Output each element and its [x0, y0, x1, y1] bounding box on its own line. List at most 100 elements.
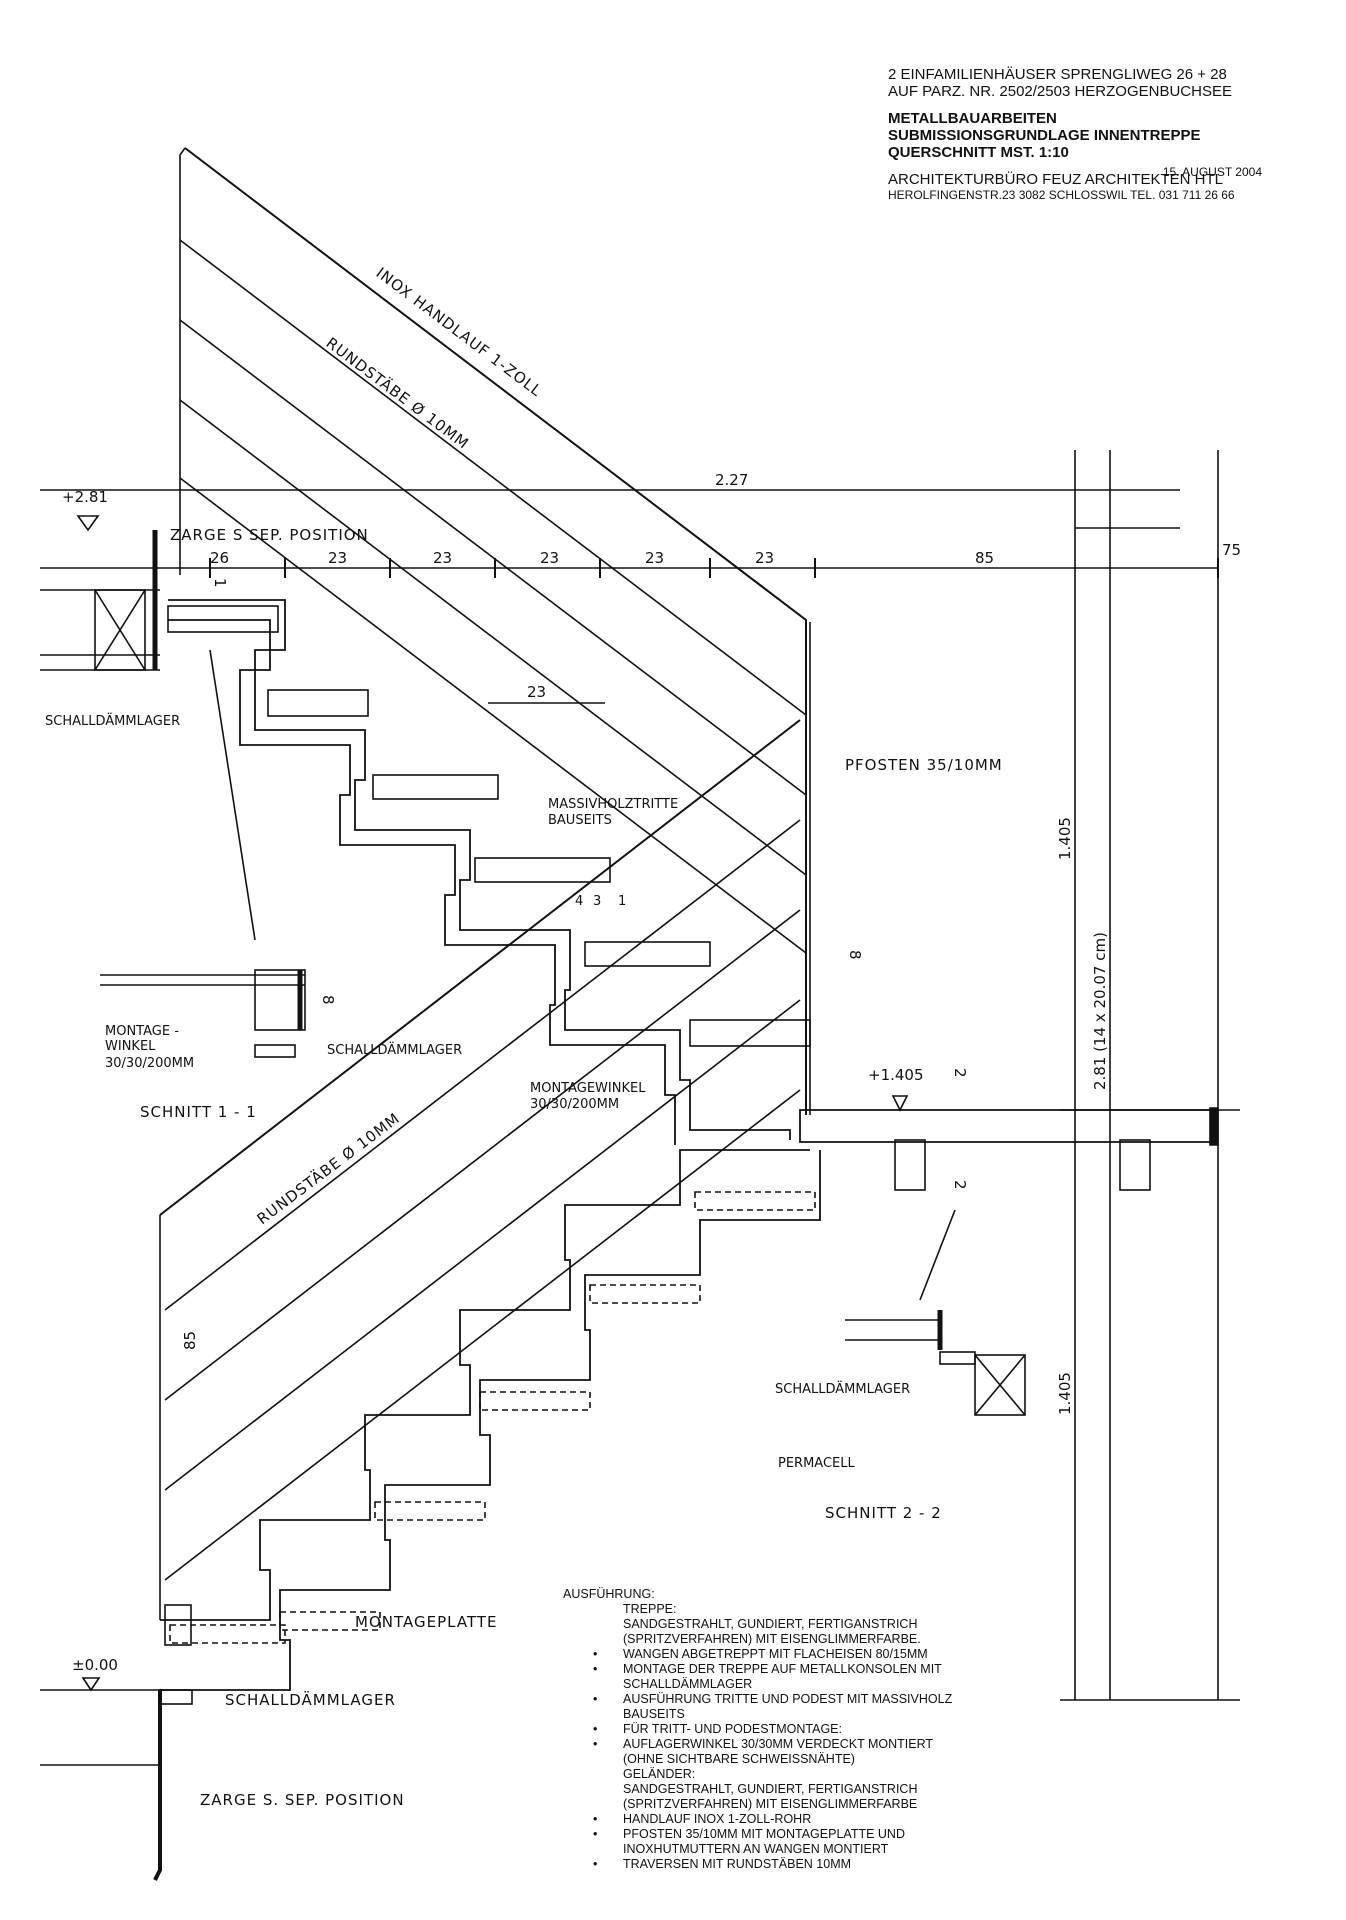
notes-item: FÜR TRITT- UND PODESTMONTAGE:: [593, 1722, 993, 1737]
dim-tread-detail: 23: [527, 683, 546, 701]
upper-handrail: [184, 147, 807, 1115]
execution-notes: AUSFÜHRUNG: TREPPE: SANDGESTRAHLT, GUNDI…: [563, 1587, 993, 1872]
label-schalldamm-right: SCHALLDÄMMLAGER: [775, 1381, 910, 1397]
label-massivholz-2: BAUSEITS: [548, 813, 612, 828]
upper-stringer-top: [168, 599, 791, 1140]
tread-2: [267, 689, 369, 717]
detail2-cross: [974, 1354, 1026, 1416]
detail2-cross-box: [974, 1354, 1026, 1416]
label-massivholz-1: MASSIVHOLZTRITTE: [548, 797, 678, 812]
dim-height-upper: 1.405: [1056, 817, 1074, 860]
work-line-1: METALLBAUARBEITEN: [888, 110, 1057, 127]
label-schnitt-2: SCHNITT 2 - 2: [825, 1504, 942, 1522]
label-montage-left-1: MONTAGE -: [105, 1024, 179, 1039]
notes-item: SCHALLDÄMMLAGER: [623, 1677, 753, 1691]
lower-bar-1: [164, 819, 801, 1311]
zarge-bottom-bar: [153, 1690, 162, 1881]
upper-bar-2: [179, 319, 807, 796]
label-montagewinkel-1: MONTAGEWINKEL: [530, 1081, 646, 1096]
label-schalldamm-bottom: SCHALLDÄMMLAGER: [225, 1690, 396, 1709]
notes-list: WANGEN ABGETREPPT MIT FLACHEISEN 80/15MM…: [563, 1647, 993, 1872]
dim-small-vert-1: 1: [211, 578, 229, 588]
dim-total-width: 2.27: [715, 471, 748, 489]
label-montage-left-3: 30/30/200MM: [105, 1056, 194, 1071]
lower-hidden-treads: [169, 1191, 816, 1644]
lower-bar-2: [164, 909, 801, 1401]
notes-treppe-text-1: SANDGESTRAHLT, GUNDIERT, FERTIGANSTRICH: [623, 1617, 918, 1631]
upper-bar-3: [179, 399, 807, 876]
landing-bracket-1: [894, 1139, 926, 1191]
detail1-pad: [254, 1044, 296, 1058]
dim-landing-depth: 85: [975, 549, 994, 567]
label-montageplatte: MONTAGEPLATTE: [355, 1613, 497, 1631]
tread-1: [167, 605, 279, 633]
notes-item: AUSFÜHRUNG TRITTE UND PODEST MIT MASSIVH…: [593, 1692, 993, 1707]
notes-item: SANDGESTRAHLT, GUNDIERT, FERTIGANSTRICH: [623, 1782, 918, 1796]
detail2-slab: [845, 1319, 940, 1341]
lower-handrail: [159, 719, 801, 1216]
project-line-1: 2 EINFAMILIENHÄUSER SPRENGLIWEG 26 + 28: [888, 66, 1227, 83]
dim-small-c: 1: [618, 894, 626, 909]
notes-item: PFOSTEN 35/10MM MIT MONTAGEPLATTE UND: [593, 1827, 993, 1842]
notes-item: MONTAGE DER TREPPE AUF METALLKONSOLEN MI…: [593, 1662, 993, 1677]
label-schalldamm-detail: SCHALLDÄMMLAGER: [327, 1042, 462, 1058]
notes-treppe-heading: TREPPE:: [623, 1602, 677, 1616]
notes-item: INOXHUTMUTTERN AN WANGEN MONTIERT: [623, 1842, 889, 1856]
label-montagewinkel-2: 30/30/200MM: [530, 1097, 619, 1112]
dim-tread-1: 26: [210, 549, 229, 567]
tread-dims: 26 23 23 23 23 23: [210, 549, 774, 567]
dim-tread-2: 23: [328, 549, 347, 567]
lower-stringer-top: [160, 1149, 810, 1621]
dim-tread-5: 23: [645, 549, 664, 567]
top-floor-lines: [40, 589, 160, 671]
dim-rail-height: 85: [181, 1331, 199, 1350]
office-name: ARCHITEKTURBÜRO FEUZ ARCHITEKTEN HTL: [888, 171, 1224, 188]
upper-stringer-bottom: [168, 619, 676, 1145]
dim-tread-3: 23: [433, 549, 452, 567]
dim-bracket-h: 8: [846, 950, 864, 960]
level-top-marker: [76, 515, 100, 532]
notes-item: TRAVERSEN MIT RUNDSTÄBEN 10MM: [593, 1857, 993, 1872]
top-cross: [94, 589, 146, 671]
level-top: +2.81: [62, 488, 108, 506]
tread-6: [689, 1019, 811, 1047]
lower-bar-4: [164, 1089, 801, 1581]
tread-ticks: [209, 558, 1219, 578]
label-permacell: PERMACELL: [778, 1456, 856, 1471]
dim-end-depth: 75: [1222, 541, 1241, 559]
label-pfosten: PFOSTEN 35/10MM: [845, 756, 1003, 774]
work-line-3: QUERSCHNITT MST. 1:10: [888, 144, 1069, 161]
drawing-date: 15. AUGUST 2004: [1162, 165, 1262, 179]
notes-item: WANGEN ABGETREPPT MIT FLACHEISEN 80/15MM: [593, 1647, 993, 1662]
notes-item: BAUSEITS: [623, 1707, 685, 1721]
vertical-extension-lines: [1074, 450, 1219, 1700]
lower-bar-3: [164, 999, 801, 1491]
tread-3: [372, 774, 499, 800]
leader-schnitt-1: [209, 649, 256, 941]
dim-tread-6: 23: [755, 549, 774, 567]
tread-5: [584, 941, 711, 967]
dim-small-vert-3: 2: [951, 1180, 969, 1190]
dim-tread-4: 23: [540, 549, 559, 567]
label-montage-left-2: WINKEL: [105, 1039, 156, 1054]
upper-bar-1: [179, 239, 807, 716]
landing-end: [1209, 1107, 1219, 1146]
landing-slab: [799, 1109, 1216, 1143]
notes-item: (OHNE SICHTBARE SCHWEISSNÄHTE): [623, 1752, 855, 1766]
level-ground: ±0.00: [72, 1656, 118, 1674]
notes-treppe-text-2: (SPRITZVERFAHREN) MIT EISENGLIMMERFARBE.: [623, 1632, 921, 1646]
dim-small-a: 4: [575, 894, 583, 909]
upper-bar-4: [179, 477, 807, 954]
leader-schnitt-2: [919, 1209, 956, 1301]
level-ground-marker: [81, 1677, 101, 1692]
detail1-bracket: [254, 969, 306, 1031]
ground-floor-lines: [40, 1689, 160, 1766]
label-handrail: INOX HANDLAUF 1-ZOLL: [373, 264, 546, 401]
dim-detail-h: 8: [319, 995, 337, 1005]
tread-4: [474, 857, 611, 883]
work-line-2: SUBMISSIONSGRUNDLAGE INNENTREPPE: [888, 127, 1201, 144]
title-block: 2 EINFAMILIENHÄUSER SPRENGLIWEG 26 + 28 …: [888, 66, 1318, 203]
level-ticks: [1060, 1109, 1240, 1701]
